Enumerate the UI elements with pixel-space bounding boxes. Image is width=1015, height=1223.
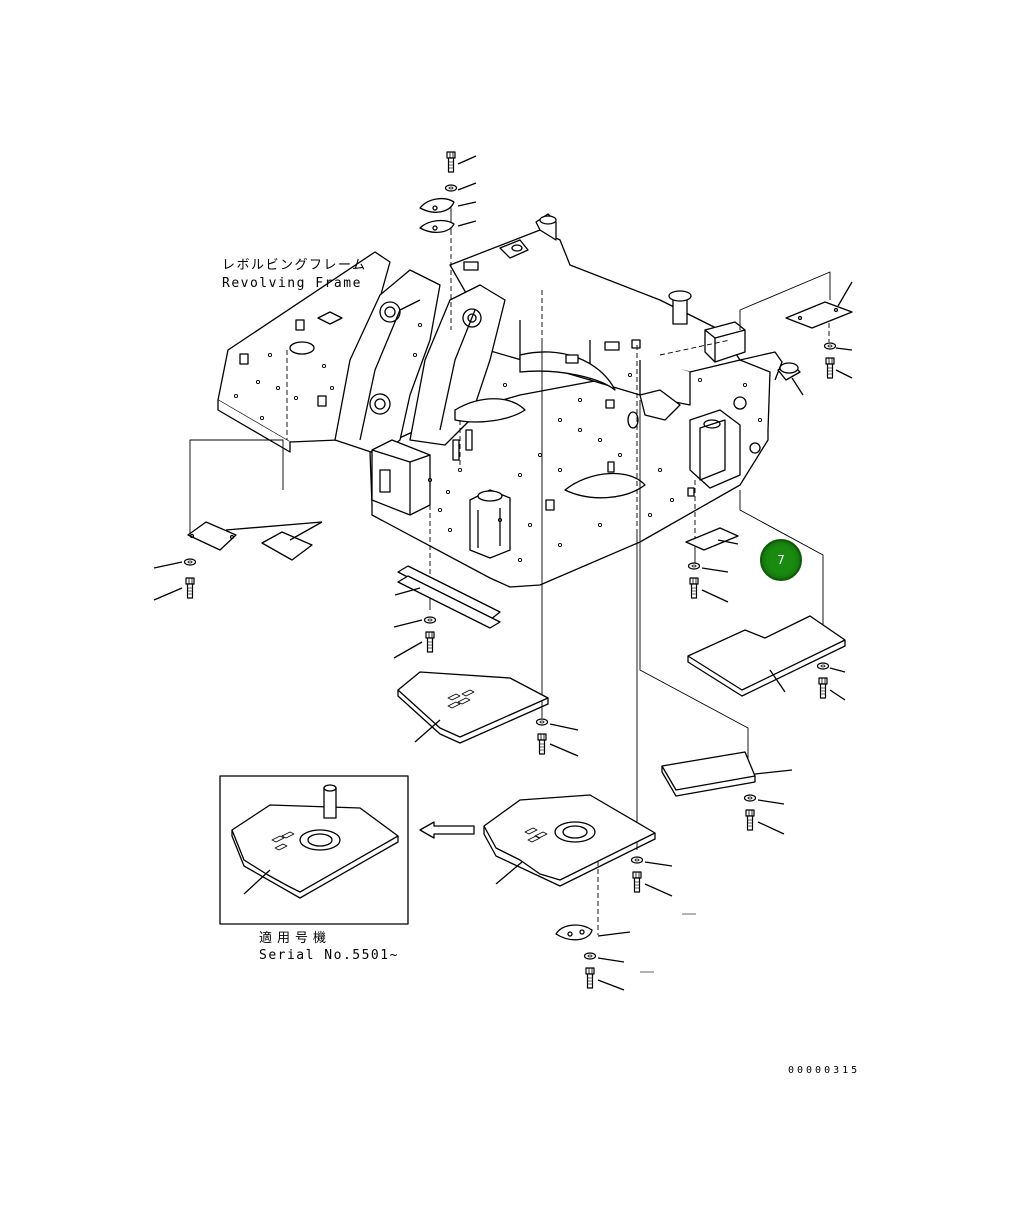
drawing-code-label: 00000315 — [788, 1065, 861, 1076]
applicable-serial-en-label: Serial No.5501~ — [259, 948, 399, 963]
revolving-frame — [217, 213, 783, 588]
right-plate-group — [661, 527, 846, 835]
part-callout-number: 7 — [777, 553, 785, 567]
center-cover-plate-group — [397, 671, 579, 757]
frame-name-en-label: Revolving Frame — [222, 276, 362, 291]
right-upper-cover-group — [777, 281, 853, 396]
center-left-plate-group — [393, 565, 501, 659]
frame-holes — [233, 322, 763, 563]
bottom-center-plate-group — [483, 794, 696, 991]
part-callout-button[interactable]: 7 — [760, 539, 802, 581]
applicable-serial-ja-label: 適用号機 — [259, 931, 332, 946]
serial-detail-inset — [219, 775, 475, 925]
left-under-cover-group — [153, 521, 323, 601]
top-cover-group — [419, 151, 477, 234]
assembly-center-lines — [286, 230, 830, 935]
frame-name-ja-label: レボルビングフレーム — [222, 258, 367, 273]
assembly-lines — [189, 205, 831, 850]
